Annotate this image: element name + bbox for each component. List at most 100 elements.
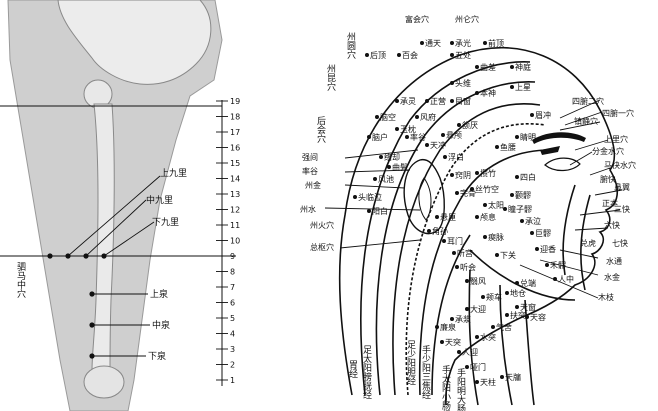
acupoint-dot <box>475 91 479 95</box>
acupoint-dot <box>475 335 479 339</box>
scale-tick-label: 12 <box>230 206 240 215</box>
label-left-point-1: 强间 <box>302 153 318 162</box>
acupoint-label: 鱼腰 <box>500 142 516 152</box>
acupoint-label: 兑端 <box>520 278 536 288</box>
acupoint-label: 大迎 <box>470 304 486 314</box>
acupoint-label: 络却 <box>384 152 400 162</box>
acupoint-dot <box>515 281 519 285</box>
leader-l-1 <box>344 149 419 159</box>
scale-tick-label: 5 <box>230 314 235 323</box>
acupoint-dot <box>435 325 439 329</box>
acupoint-label: 天窗 <box>520 302 536 312</box>
scale-tick-label: 16 <box>230 144 240 153</box>
label-lower-jiuli: 下九里 <box>152 217 179 228</box>
acupoint-label: 天容 <box>530 312 546 322</box>
label-top-1: 州圆穴 <box>345 32 356 60</box>
scale-tick-label: 7 <box>230 283 235 292</box>
acupoint-label: 听宫 <box>457 248 473 258</box>
acupoint-label: 上星 <box>515 83 531 92</box>
meridian-arc-3 <box>392 103 541 396</box>
acupoint-dot <box>450 81 454 85</box>
acupoint-dot <box>450 41 454 45</box>
acupoint-label: 百会 <box>402 50 418 60</box>
acupoint-label: 地仓 <box>510 288 526 298</box>
acupoint-label: 悬厘 <box>440 213 456 222</box>
label-upper-quan: 上泉 <box>150 288 168 300</box>
acupoint-label: 五处 <box>455 50 471 60</box>
label-left-point-3: 州金 <box>305 180 321 190</box>
scale-tick-label: 11 <box>230 221 240 230</box>
acupoint-dot <box>375 115 379 119</box>
meridian-arc-5 <box>418 149 551 396</box>
acupoint-label: 天突 <box>445 337 461 347</box>
acupoint-label: 阳白 <box>372 206 388 216</box>
acupoint-label: 天牖 <box>505 372 521 382</box>
label-left-vert-2: 后会穴 <box>315 116 326 144</box>
acupoint-dot <box>442 239 446 243</box>
acupoint-label: 后顶 <box>370 50 386 60</box>
leader-r-2 <box>564 111 603 126</box>
acupoint-dot <box>373 177 377 181</box>
acupoint-dot <box>365 53 369 57</box>
acupoint-label: 丝竹空 <box>475 184 499 194</box>
acupoint-label: 风府 <box>420 112 436 122</box>
neck-line-3 <box>524 299 535 406</box>
acupoint-dot <box>395 127 399 131</box>
label-right-point: 分金水穴 <box>592 146 624 156</box>
ear-inner <box>418 177 432 221</box>
scale-tick-label: 14 <box>230 175 240 184</box>
acupoint-dot <box>450 317 454 321</box>
scale-tick-label: 17 <box>230 128 240 137</box>
acupoint-dot <box>353 195 357 199</box>
meridian-name: 足太阳膀胱经 <box>361 345 372 399</box>
acupoint-label: 承灵 <box>400 97 416 106</box>
face-line-2 <box>580 194 591 291</box>
jaw-line <box>469 249 576 301</box>
acupoint-dot <box>535 247 539 251</box>
acupoint-label: 承浆 <box>455 314 471 324</box>
acupoint-label: 通天 <box>425 38 441 48</box>
scale-tick-label: 4 <box>230 330 235 339</box>
acupoint-dot <box>367 209 371 213</box>
acupoint-label: 翳风 <box>470 277 486 286</box>
acupoint-label: 迎香 <box>540 244 556 254</box>
acupoint-label: 脑户 <box>372 132 388 142</box>
meridian-name: 手阳明大肠经 <box>455 367 466 411</box>
acupoint-label: 哑门 <box>470 362 486 372</box>
eyebrow <box>532 132 586 144</box>
acupoint-dot <box>475 215 479 219</box>
acupoint-label: 瞳子髎 <box>508 204 532 214</box>
acupoint-dot <box>465 365 469 369</box>
acupoint-dot <box>520 219 524 223</box>
leader-r-8 <box>579 209 621 216</box>
acupoint-label: 下关 <box>500 250 516 260</box>
acupoint-label: 人中 <box>558 274 574 284</box>
scale-tick-label: 2 <box>230 361 235 370</box>
acupoint-dot <box>465 307 469 311</box>
acupoint-dot <box>455 191 459 195</box>
acupoint-dot <box>500 375 504 379</box>
acupoint-label: 曲差 <box>480 62 496 72</box>
scale-tick-label: 19 <box>230 97 240 106</box>
acupoint-dot <box>425 99 429 103</box>
acupoint-dot <box>420 41 424 45</box>
acupoint-dot <box>515 305 519 309</box>
leader-r-1 <box>559 99 601 119</box>
acupoint-dot <box>545 263 549 267</box>
head-points <box>353 41 557 384</box>
scale-tick-label: 10 <box>230 237 240 246</box>
acupoint-label: 太阳 <box>488 200 504 210</box>
label-lower-quan: 下泉 <box>148 350 166 362</box>
label-right-point: 三快 <box>614 204 630 214</box>
label-middle-jiuli: 中九里 <box>146 194 173 206</box>
head-outline <box>338 46 618 406</box>
label-right-point: 兑虎 <box>580 238 596 248</box>
meridian-arc-6 <box>431 234 471 396</box>
acupoint-label: 窍阴 <box>455 170 471 180</box>
ear <box>403 158 445 235</box>
label-right-point: 水通 <box>606 256 622 266</box>
label-right-point: 镇静穴 <box>574 116 598 126</box>
acupoint-dot <box>553 277 557 281</box>
